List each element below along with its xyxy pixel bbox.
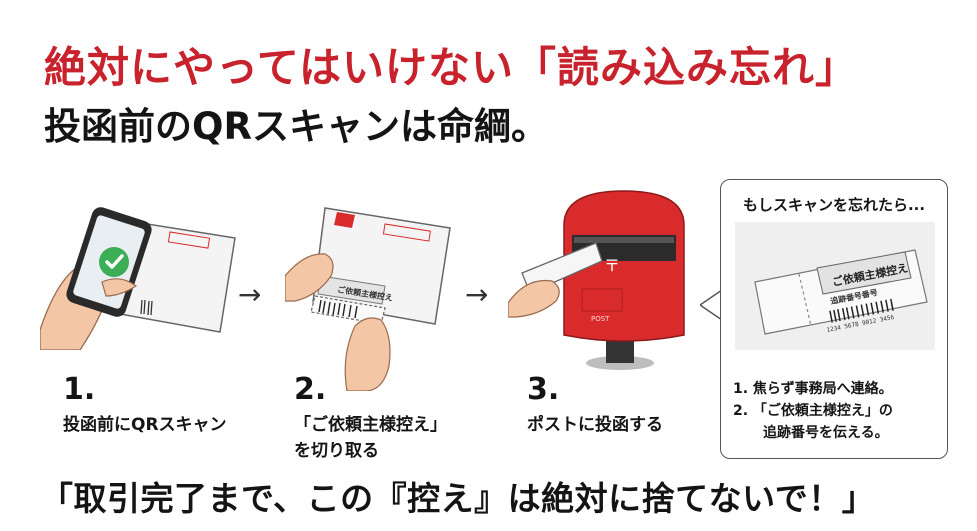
step-label-1: 投函前にQRスキャン [63,412,227,438]
step-label-line: を切り取る [294,441,379,461]
instruction-item: 2. 「ご依頼主様控え」の [733,403,893,419]
step-label-line: 投函前にQRスキャン [63,415,227,435]
step-number-3: 3. [527,372,560,407]
barcode-icon [140,299,153,316]
post-label: POST [591,315,610,323]
callout-tail [700,290,722,320]
barcode-icon [829,298,894,323]
callout-instructions: 1. 焦らず事務局へ連絡。 2. 「ご依頼主様控え」の 追跡番号を伝える。 [733,378,939,444]
receipt-illustration: ご依頼主様控え 追跡番号番号 1234 5678 9012 3456 [735,222,935,350]
callout-box: もしスキャンを忘れたら... ご依頼主様控え 追跡番号番号 1234 5678 … [720,179,948,459]
headline-warning: 絶対にやってはいけない「読み込み忘れ」 [44,43,859,92]
post-symbol: 〒 [604,256,620,275]
step2-illustration: ご依頼主様控え [285,207,451,391]
hand-icon [285,253,391,391]
check-icon [99,247,129,277]
bottom-warning: 「取引完了まで、この『控え』は絶対に捨てないで！」 [40,479,876,518]
step-label-2: 「ご依頼主様控え」 を切り取る [294,412,447,464]
instruction-item: 1. 焦らず事務局へ連絡。 [733,381,893,397]
step1-illustration [40,207,236,350]
hand-icon [508,279,560,318]
step-arrow-2: → [465,278,489,311]
instruction-item-cont: 追跡番号を伝える。 [763,425,889,441]
step-label-3: ポストに投函する [527,412,663,438]
step-arrow-1: → [238,278,262,311]
step-number-1: 1. [63,372,96,407]
postbox-icon: 〒 POST [563,190,685,370]
callout-title: もしスキャンを忘れたら... [742,196,926,214]
step-label-line: ポストに投函する [527,415,663,435]
headline-subtitle: 投函前のQRスキャンは命綱。 [44,105,548,148]
barcode-icon [310,295,386,325]
step-label-line: 「ご依頼主様控え」 [294,415,447,435]
step-number-2: 2. [294,372,327,407]
step3-illustration: 〒 POST [508,190,685,370]
